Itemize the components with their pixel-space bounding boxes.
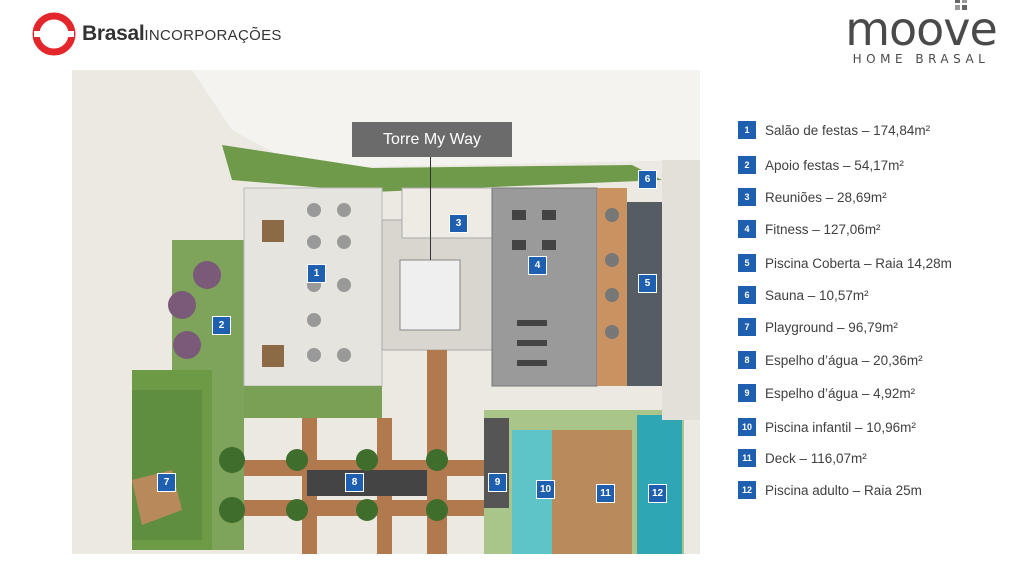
legend-text: Playground – 96,79m²	[765, 319, 898, 335]
legend-item: 1 Salão de festas – 174,84m²	[738, 120, 930, 140]
legend-item: 8 Espelho d’água – 20,36m²	[738, 350, 923, 370]
legend-number: 7	[738, 318, 756, 336]
legend-text: Apoio festas – 54,17m²	[765, 157, 904, 173]
legend-number: 4	[738, 220, 756, 238]
legend-number: 10	[738, 418, 756, 436]
moove-logo: moove HOME BRASAL	[826, 0, 1016, 72]
legend-number: 11	[738, 449, 756, 467]
legend-text: Piscina adulto – Raia 25m	[765, 482, 922, 498]
tower-label: Torre My Way	[352, 122, 512, 157]
moove-word: moove	[845, 2, 998, 56]
moove-grid-icon	[955, 0, 967, 10]
legend-item: 11 Deck – 116,07m²	[738, 448, 867, 468]
brasal-name-bold: Brasal	[82, 22, 145, 45]
plan-marker-2[interactable]: 2	[212, 316, 231, 335]
plan-marker-9[interactable]: 9	[488, 473, 507, 492]
legend-number: 12	[738, 481, 756, 499]
plan-marker-11[interactable]: 11	[596, 484, 615, 503]
brasal-logo: BrasalINCORPORAÇÕES	[32, 12, 282, 56]
plan-marker-10[interactable]: 10	[536, 480, 555, 499]
legend-number: 8	[738, 351, 756, 369]
legend-text: Salão de festas – 174,84m²	[765, 122, 931, 138]
plan-marker-8[interactable]: 8	[345, 473, 364, 492]
legend-item: 5 Piscina Coberta – Raia 14,28m	[738, 253, 952, 273]
legend-item: 4 Fitness – 127,06m²	[738, 219, 881, 239]
legend-item: 10 Piscina infantil – 10,96m²	[738, 417, 916, 437]
legend-number: 2	[738, 156, 756, 174]
plan-marker-5[interactable]: 5	[638, 274, 657, 293]
brasal-name-rest: INCORPORAÇÕES	[144, 27, 282, 44]
legend-text: Piscina Coberta – Raia 14,28m	[765, 255, 952, 271]
legend-text: Espelho d’água – 20,36m²	[765, 352, 923, 368]
legend-text: Sauna – 10,57m²	[765, 287, 869, 303]
legend-number: 5	[738, 254, 756, 272]
legend-item: 3 Reuniões – 28,69m²	[738, 187, 887, 207]
legend-text: Fitness – 127,06m²	[765, 221, 881, 237]
legend-text: Deck – 116,07m²	[765, 450, 867, 466]
brasal-ring-icon	[32, 12, 76, 56]
legend-number: 3	[738, 188, 756, 206]
tower-pointer-line	[430, 157, 431, 260]
plan-marker-12[interactable]: 12	[648, 484, 667, 503]
legend-item: 9 Espelho d’água – 4,92m²	[738, 383, 915, 403]
legend-number: 9	[738, 384, 756, 402]
legend-number: 6	[738, 286, 756, 304]
legend-number: 1	[738, 121, 756, 139]
legend-item: 6 Sauna – 10,57m²	[738, 285, 869, 305]
plan-marker-7[interactable]: 7	[157, 473, 176, 492]
legend-item: 12 Piscina adulto – Raia 25m	[738, 480, 922, 500]
plan-marker-6[interactable]: 6	[638, 170, 657, 189]
plan-marker-3[interactable]: 3	[449, 214, 468, 233]
plan-marker-1[interactable]: 1	[307, 264, 326, 283]
legend-item: 2 Apoio festas – 54,17m²	[738, 155, 904, 175]
legend-text: Reuniões – 28,69m²	[765, 189, 887, 205]
legend-text: Piscina infantil – 10,96m²	[765, 419, 916, 435]
moove-subtitle: HOME BRASAL	[852, 52, 990, 66]
legend-text: Espelho d’água – 4,92m²	[765, 385, 916, 401]
plan-marker-4[interactable]: 4	[528, 256, 547, 275]
legend-item: 7 Playground – 96,79m²	[738, 317, 898, 337]
